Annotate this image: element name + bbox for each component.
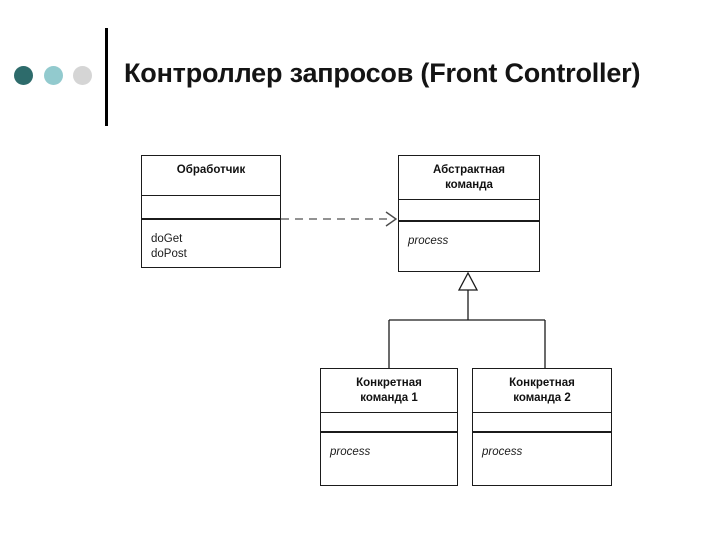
uml-operation-process: process bbox=[408, 235, 449, 247]
uml-operation-dopost: doPost bbox=[151, 248, 187, 260]
uml-class-name-line-1: Конкретная bbox=[356, 377, 422, 389]
generalization-bus-lines bbox=[388, 319, 546, 368]
bullet-dot-teal-icon bbox=[44, 66, 63, 85]
uml-class-name-line-2: команда 1 bbox=[360, 392, 418, 404]
uml-attributes-handler bbox=[142, 196, 280, 220]
uml-class-concrete-command-2[interactable]: Конкретная команда 2 process bbox=[472, 368, 612, 486]
uml-attributes-concrete-command-2 bbox=[473, 413, 611, 433]
uml-class-abstract-command[interactable]: Абстрактная команда process bbox=[398, 155, 540, 272]
uml-class-handler[interactable]: Обработчик doGet doPost bbox=[141, 155, 281, 268]
dependency-arrow-handler-to-abstract-command bbox=[281, 211, 398, 227]
slide-header: Контроллер запросов (Front Controller) bbox=[0, 0, 720, 140]
uml-class-name-handler: Обработчик bbox=[142, 156, 280, 196]
uml-class-concrete-command-1[interactable]: Конкретная команда 1 process bbox=[320, 368, 458, 486]
bullet-dot-gray-icon bbox=[73, 66, 92, 85]
page-title: Контроллер запросов (Front Controller) bbox=[124, 58, 641, 89]
uml-operations-handler: doGet doPost bbox=[142, 220, 280, 267]
uml-operation-doget: doGet bbox=[151, 233, 183, 245]
uml-operation-process: process bbox=[330, 446, 371, 458]
uml-class-name-line-1: Абстрактная bbox=[433, 164, 505, 176]
bullet-dot-dark-icon bbox=[14, 66, 33, 85]
uml-class-name-line-2: команда 2 bbox=[513, 392, 571, 404]
generalization-triangle-icon bbox=[457, 271, 479, 320]
title-divider bbox=[105, 28, 108, 126]
uml-attributes-concrete-command-1 bbox=[321, 413, 457, 433]
uml-attributes-abstract-command bbox=[399, 200, 539, 222]
uml-operations-concrete-command-1: process bbox=[321, 433, 457, 485]
uml-operations-concrete-command-2: process bbox=[473, 433, 611, 485]
uml-operations-abstract-command: process bbox=[399, 222, 539, 271]
uml-class-name-abstract-command: Абстрактная команда bbox=[399, 156, 539, 200]
uml-class-name-line-2: команда bbox=[445, 179, 493, 191]
uml-class-name-concrete-command-1: Конкретная команда 1 bbox=[321, 369, 457, 413]
uml-operation-process: process bbox=[482, 446, 523, 458]
uml-class-name-line-1: Конкретная bbox=[509, 377, 575, 389]
uml-class-name-concrete-command-2: Конкретная команда 2 bbox=[473, 369, 611, 413]
